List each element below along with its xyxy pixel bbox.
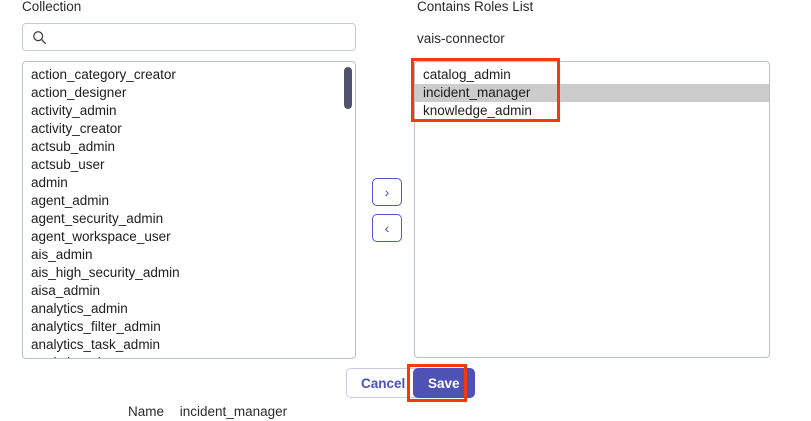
collection-option[interactable]: action_designer	[31, 85, 127, 100]
name-field-label: Name	[128, 404, 165, 419]
collection-option[interactable]: actsub_user	[31, 157, 105, 172]
collection-label: Collection	[22, 0, 82, 14]
cancel-button[interactable]: Cancel	[346, 368, 421, 398]
search-field[interactable]	[22, 23, 356, 51]
contains-roles-option[interactable]: catalog_admin	[423, 67, 511, 82]
subject-name-text: vais-connector	[417, 31, 505, 46]
name-field-value: incident_manager	[179, 404, 288, 419]
contains-roles-list-label: Contains Roles List	[417, 0, 534, 14]
search-input[interactable]	[47, 24, 355, 50]
contains-roles-option[interactable]: knowledge_admin	[423, 103, 532, 118]
collection-option[interactable]: action_category_creator	[31, 67, 176, 82]
collection-option[interactable]: agent_workspace_user	[31, 229, 171, 244]
collection-option[interactable]: analytics_admin	[31, 301, 128, 316]
collection-scrollbar-thumb[interactable]	[344, 67, 352, 109]
collection-option[interactable]: agent_admin	[31, 193, 110, 208]
name-row: Name incident_manager	[128, 404, 287, 419]
collection-option[interactable]: activity_creator	[31, 121, 122, 136]
collection-option[interactable]: admin	[31, 175, 68, 190]
collection-option[interactable]: analytics_task_admin	[31, 337, 161, 352]
move-left-button[interactable]: ‹	[372, 214, 402, 242]
collection-option[interactable]: aisa_admin	[31, 283, 101, 298]
collection-option[interactable]: activity_admin	[31, 103, 117, 118]
collection-option[interactable]: analytics_viewer	[23, 354, 355, 358]
collection-option[interactable]: actsub_admin	[31, 139, 116, 154]
save-button[interactable]: Save	[413, 368, 475, 398]
collection-option[interactable]: ais_admin	[31, 247, 93, 262]
move-right-button[interactable]: ›	[372, 178, 402, 206]
search-icon	[33, 30, 47, 44]
collection-option[interactable]: analytics_filter_admin	[31, 319, 161, 334]
contains-roles-option[interactable]: incident_manager	[415, 84, 769, 102]
collection-scrollbar[interactable]	[342, 63, 354, 357]
collection-option[interactable]: ais_high_security_admin	[31, 265, 180, 280]
collection-option[interactable]: agent_security_admin	[31, 211, 164, 226]
